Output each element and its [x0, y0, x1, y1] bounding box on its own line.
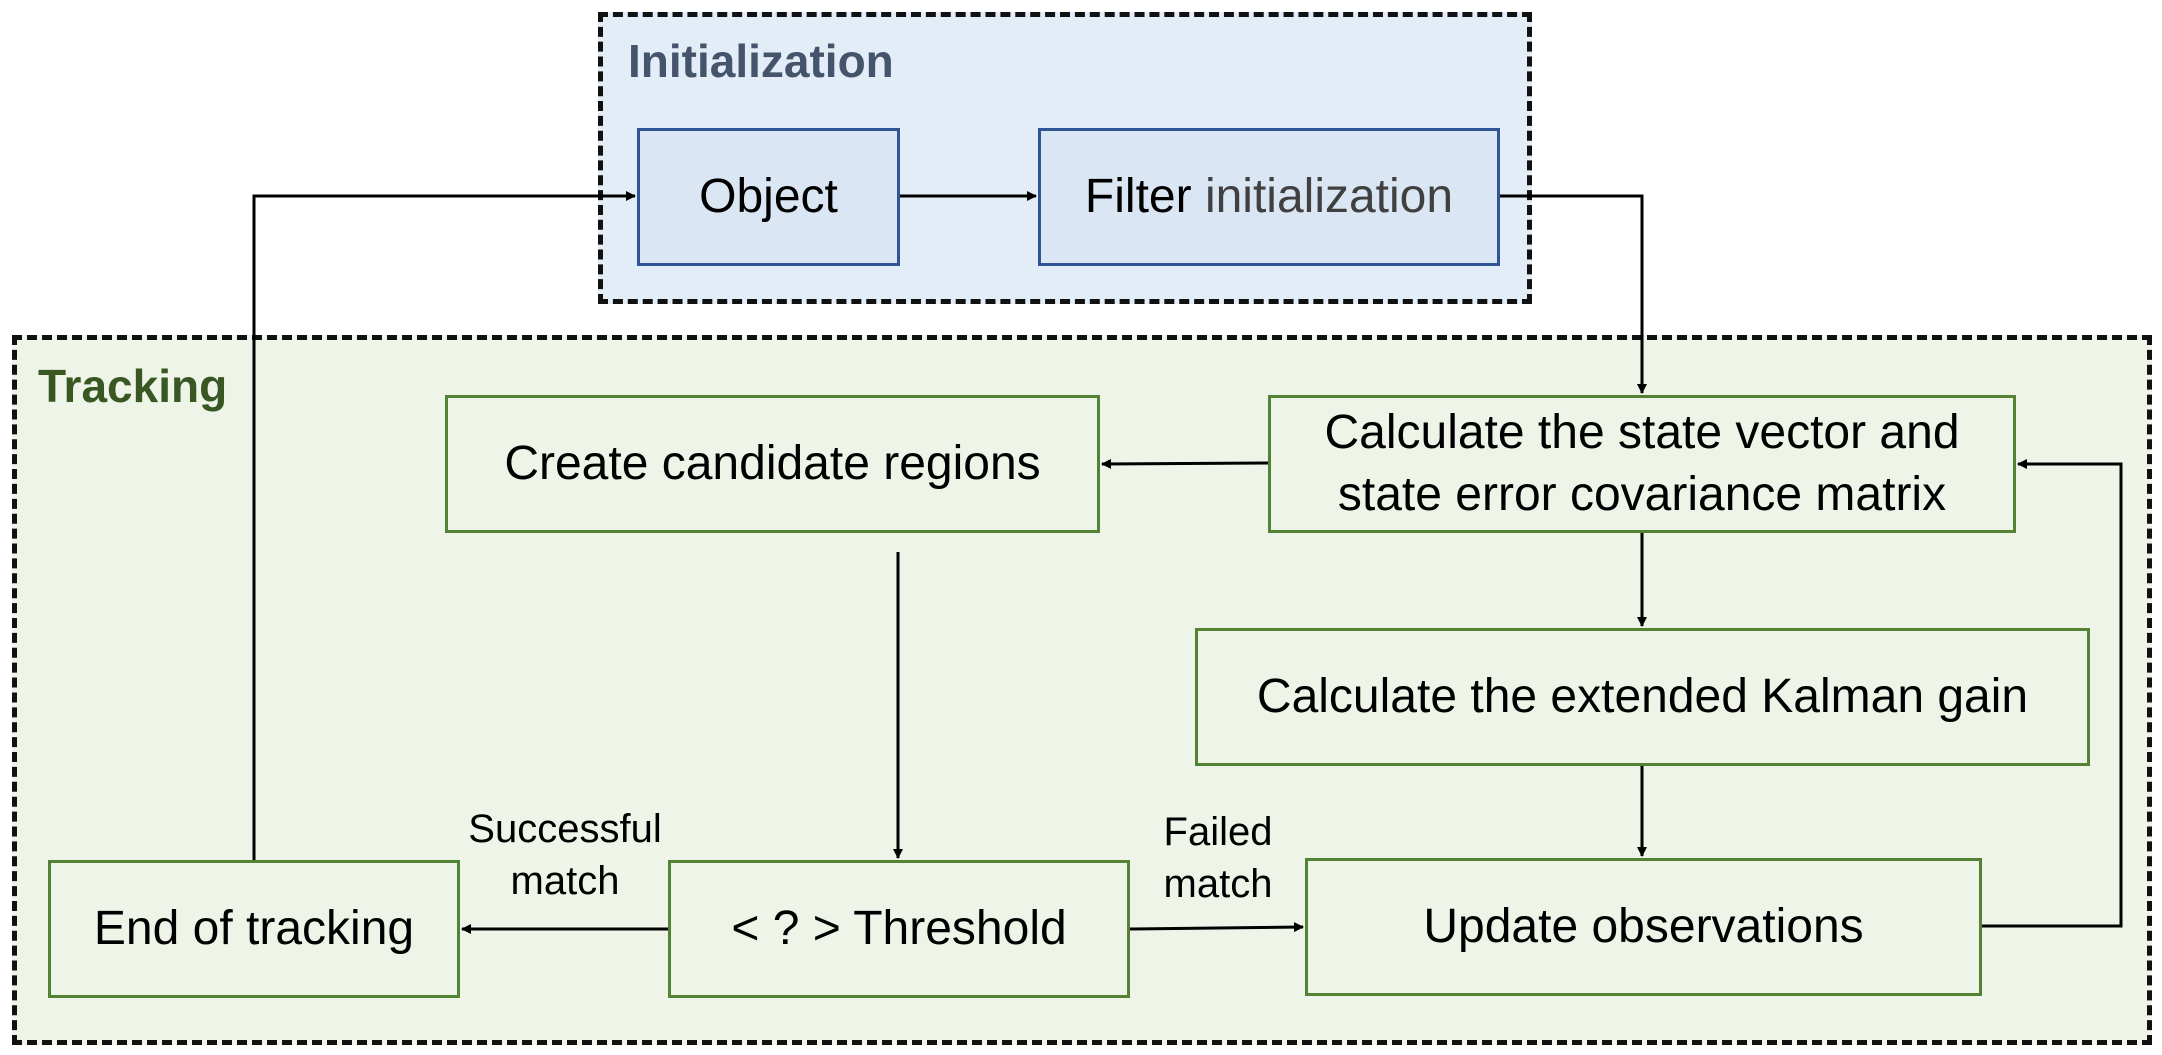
tracking-title: Tracking: [38, 360, 228, 412]
kalman-gain-node[interactable]: Calculate the extended Kalman gain: [1195, 628, 2090, 766]
calculate-state-node[interactable]: Calculate the state vector and state err…: [1268, 395, 2016, 533]
initialization-title: Initialization: [628, 35, 894, 87]
end-of-tracking-node[interactable]: End of tracking: [48, 860, 460, 998]
threshold-label: < ? > Threshold: [731, 901, 1067, 955]
edge-calc-state-to-create: [1101, 458, 1269, 469]
kalman-gain-label: Calculate the extended Kalman gain: [1256, 669, 2029, 723]
filter-node-label-prefix: Filter: [1084, 169, 1192, 223]
object-node-label: Object: [699, 169, 838, 223]
edge-end-to-object: [252, 191, 636, 860]
edge-threshold-to-update: [1129, 922, 1304, 933]
object-node[interactable]: Object: [637, 128, 900, 266]
update-observations-node[interactable]: Update observations: [1305, 858, 1982, 996]
create-candidate-regions-label: Create candidate regions: [504, 436, 1041, 490]
filter-initialization-node[interactable]: Filter initialization: [1038, 128, 1500, 266]
failed-match-label: Failed match: [1163, 810, 1273, 906]
edge-filter-to-calc-state: [1500, 194, 1647, 394]
create-candidate-regions-node[interactable]: Create candidate regions: [445, 395, 1100, 533]
end-of-tracking-label: End of tracking: [93, 901, 415, 955]
filter-node-label-suffix: initialization: [1204, 169, 1454, 223]
threshold-node[interactable]: < ? > Threshold: [668, 860, 1130, 998]
successful-match-label: Successful match: [468, 807, 662, 903]
calculate-state-node-label: Calculate the state vector and state err…: [1324, 405, 1960, 521]
update-observations-label: Update observations: [1423, 899, 1864, 953]
edge-update-to-calc-state: [1982, 459, 2123, 928]
